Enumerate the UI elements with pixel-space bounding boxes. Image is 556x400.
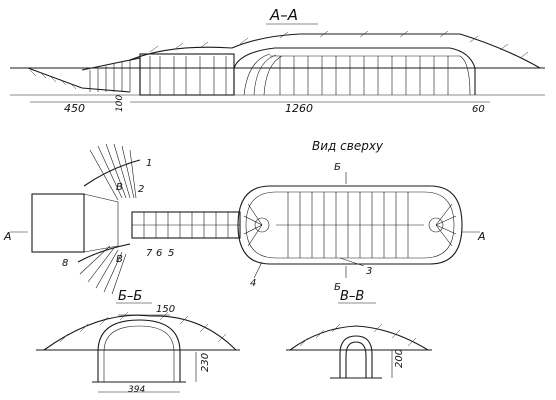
- callout-1: 1: [146, 158, 152, 169]
- callout-7: 7: [146, 248, 153, 259]
- dim-230: 230: [200, 353, 211, 372]
- lower-trench-curve: [77, 243, 131, 263]
- right-end-hub: [428, 217, 444, 233]
- vv-door-opening: [339, 335, 373, 378]
- bb-mound: [43, 314, 237, 351]
- vv-mound-hatch: [299, 323, 417, 347]
- leader-3: [339, 257, 365, 267]
- vv-mound: [289, 325, 429, 351]
- transition-corridor: [139, 53, 235, 96]
- earth-cover-outline: [129, 33, 541, 69]
- vv-door: [345, 341, 367, 379]
- shelter-inner-plan: [245, 191, 455, 259]
- dim-200: 200: [394, 349, 405, 368]
- vault-arch-3: [263, 55, 283, 96]
- callout-3: 3: [366, 266, 372, 277]
- callout-2: 2: [138, 184, 144, 195]
- left-end-hub: [254, 217, 270, 233]
- dim-394: 394: [128, 385, 145, 395]
- section-vv-title: В–В: [340, 289, 364, 304]
- top-view-title: Вид сверху: [312, 139, 384, 153]
- dim-60: 60: [472, 104, 485, 115]
- right-end-fan: [435, 203, 457, 247]
- dim-450: 450: [64, 102, 85, 115]
- shelter-vault: [233, 47, 476, 95]
- bb-mound-hatch: [59, 311, 227, 343]
- section-aa-title: А–А: [269, 6, 298, 24]
- left-end-fan: [243, 203, 263, 247]
- vault-arch-2: [253, 54, 277, 96]
- section-bb: Б–Б 150 394 230: [36, 289, 240, 395]
- vault-frames: [279, 56, 449, 95]
- callout-8: 8: [62, 258, 68, 269]
- corridor-panels: [149, 56, 227, 95]
- dim-100: 100: [115, 95, 125, 112]
- callout-4: 4: [250, 278, 256, 289]
- cut-a-right: А: [477, 230, 486, 243]
- callout-6: 6: [156, 248, 162, 259]
- top-view: Вид сверху А А Б Б В В: [3, 139, 486, 295]
- entrance-funnel: [83, 193, 119, 253]
- callout-5: 5: [168, 248, 174, 259]
- dim-150: 150: [156, 304, 175, 315]
- earth-cover-hatch: [149, 30, 529, 59]
- section-aa: А–А 450 100 1260 60: [10, 6, 545, 115]
- cut-v-bottom: В: [116, 254, 123, 265]
- vault-end: [459, 55, 471, 96]
- approach-area: [31, 193, 85, 253]
- trench-fan-upper: [89, 143, 137, 201]
- section-vv: В–В 200: [286, 289, 432, 379]
- dim-1260: 1260: [285, 102, 313, 115]
- shelter-plan: [237, 185, 463, 265]
- vault-arch-1: [243, 53, 271, 96]
- cut-b-bottom: Б: [334, 282, 341, 293]
- cut-b-top: Б: [334, 162, 341, 173]
- left-ramp: [27, 67, 131, 93]
- entrance-canopy: [81, 57, 141, 95]
- leader-4: [253, 261, 263, 279]
- trench-fan-lower: [79, 245, 127, 295]
- entrance-ribs: [89, 60, 131, 92]
- upper-trench-curve: [83, 159, 141, 187]
- bb-arch: [97, 319, 181, 382]
- section-bb-title: Б–Б: [118, 289, 142, 304]
- cut-v-top: В: [116, 182, 123, 193]
- left-ramp-hatch: [29, 69, 77, 90]
- bb-arch-inner: [103, 325, 175, 382]
- cut-a-left: А: [3, 230, 12, 243]
